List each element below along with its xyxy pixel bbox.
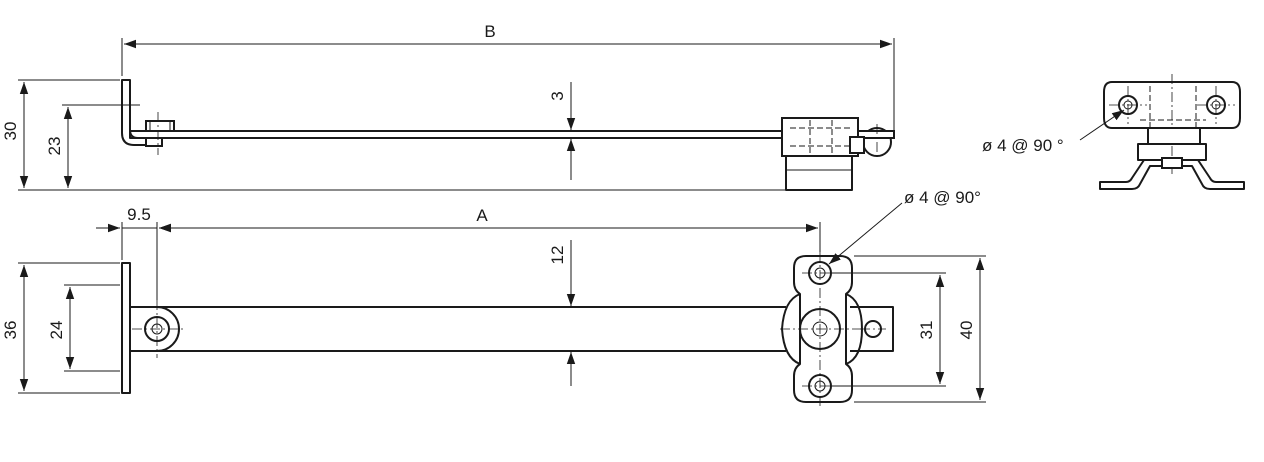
- dimension-24: 24: [47, 284, 120, 372]
- dimension-23-label: 23: [45, 137, 64, 156]
- dimension-36-label: 36: [1, 321, 20, 340]
- dimension-24-label: 24: [47, 321, 66, 340]
- callout-holes-end-label: ø 4 @ 90 °: [982, 136, 1064, 155]
- callout-holes-plan-view: ø 4 @ 90°: [828, 188, 981, 265]
- dimension-36: 36: [1, 262, 120, 394]
- dimension-30-label: 30: [1, 122, 20, 141]
- plan-view: [121, 252, 894, 408]
- dimension-3: 3: [548, 82, 576, 180]
- dimension-12-label: 12: [548, 246, 567, 265]
- callout-holes-plan-label: ø 4 @ 90°: [904, 188, 981, 207]
- dimension-a: A: [159, 206, 821, 252]
- dimension-40-label: 40: [957, 321, 976, 340]
- dimension-9-5-label: 9.5: [127, 205, 151, 224]
- dimension-b-label: B: [484, 22, 495, 41]
- dimension-a-label: A: [476, 206, 488, 225]
- dimension-9-5: 9.5: [96, 205, 183, 300]
- dimension-40: 40: [854, 255, 986, 403]
- dimension-31-label: 31: [917, 321, 936, 340]
- dimension-31: 31: [832, 272, 946, 387]
- callout-holes-end-view: ø 4 @ 90 °: [982, 109, 1125, 155]
- dimension-30: 30: [1, 79, 788, 191]
- dimension-23: 23: [45, 104, 140, 188]
- side-view: [121, 79, 895, 191]
- dimension-b: B: [121, 22, 895, 130]
- end-view: [1099, 74, 1245, 190]
- dimension-3-label: 3: [548, 91, 567, 100]
- dimension-12: 12: [548, 240, 576, 386]
